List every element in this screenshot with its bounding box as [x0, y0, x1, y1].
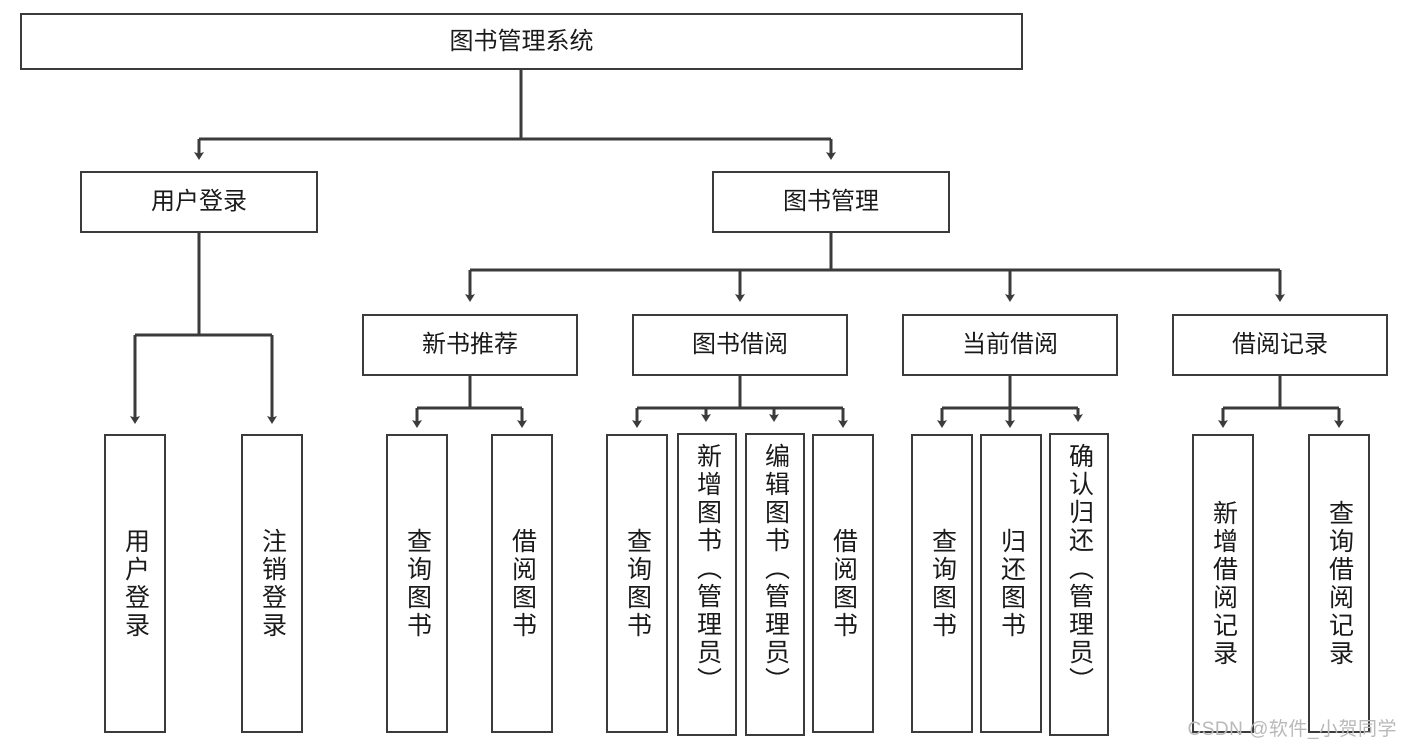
node-leaf-query-record[interactable]: 查询借阅记录	[1308, 434, 1370, 733]
node-leaf-logout[interactable]: 注销登录	[241, 434, 303, 733]
node-book-manage-label: 图书管理	[783, 188, 879, 216]
node-root[interactable]: 图书管理系统	[20, 13, 1023, 70]
node-leaf-borrow-book-2-label: 借阅图书	[829, 527, 858, 640]
node-leaf-add-record-label: 新增借阅记录	[1209, 499, 1238, 668]
node-leaf-borrow-book-2[interactable]: 借阅图书	[812, 434, 874, 733]
node-user-login[interactable]: 用户登录	[80, 171, 318, 233]
node-leaf-add-record[interactable]: 新增借阅记录	[1192, 434, 1254, 733]
node-leaf-logout-label: 注销登录	[258, 527, 287, 640]
node-leaf-return-book-label: 归还图书	[997, 527, 1026, 640]
node-borrow-record[interactable]: 借阅记录	[1172, 314, 1388, 376]
node-leaf-add-book[interactable]: 新增图书（管理员）	[677, 433, 737, 736]
node-book-manage[interactable]: 图书管理	[712, 171, 950, 233]
node-leaf-user-login-label: 用户登录	[121, 527, 150, 640]
node-new-book-rec[interactable]: 新书推荐	[362, 314, 578, 376]
node-new-book-rec-label: 新书推荐	[422, 331, 518, 359]
node-leaf-add-book-label: 新增图书（管理员）	[693, 443, 722, 695]
node-leaf-confirm-return[interactable]: 确认归还（管理员）	[1049, 433, 1109, 736]
node-user-login-label: 用户登录	[151, 188, 247, 216]
node-current-borrow[interactable]: 当前借阅	[902, 314, 1118, 376]
node-leaf-query-record-label: 查询借阅记录	[1325, 499, 1354, 668]
node-leaf-edit-book-label: 编辑图书（管理员）	[761, 443, 790, 695]
node-leaf-query-book-2-label: 查询图书	[623, 527, 652, 640]
node-leaf-return-book[interactable]: 归还图书	[980, 434, 1042, 733]
node-leaf-edit-book[interactable]: 编辑图书（管理员）	[745, 433, 805, 736]
node-current-borrow-label: 当前借阅	[962, 331, 1058, 359]
node-leaf-query-book-3-label: 查询图书	[928, 527, 957, 640]
node-leaf-borrow-book-1-label: 借阅图书	[508, 527, 537, 640]
watermark-text: CSDN @软件_小贺同学	[1187, 719, 1397, 740]
node-book-borrow-label: 图书借阅	[692, 331, 788, 359]
node-leaf-borrow-book-1[interactable]: 借阅图书	[491, 434, 553, 733]
node-leaf-user-login[interactable]: 用户登录	[104, 434, 166, 733]
node-leaf-confirm-return-label: 确认归还（管理员）	[1065, 443, 1094, 695]
node-book-borrow[interactable]: 图书借阅	[632, 314, 848, 376]
node-leaf-query-book-1-label: 查询图书	[403, 527, 432, 640]
node-leaf-query-book-3[interactable]: 查询图书	[911, 434, 973, 733]
node-leaf-query-book-1[interactable]: 查询图书	[386, 434, 448, 733]
node-leaf-query-book-2[interactable]: 查询图书	[606, 434, 668, 733]
node-borrow-record-label: 借阅记录	[1232, 331, 1328, 359]
node-root-label: 图书管理系统	[449, 27, 594, 55]
